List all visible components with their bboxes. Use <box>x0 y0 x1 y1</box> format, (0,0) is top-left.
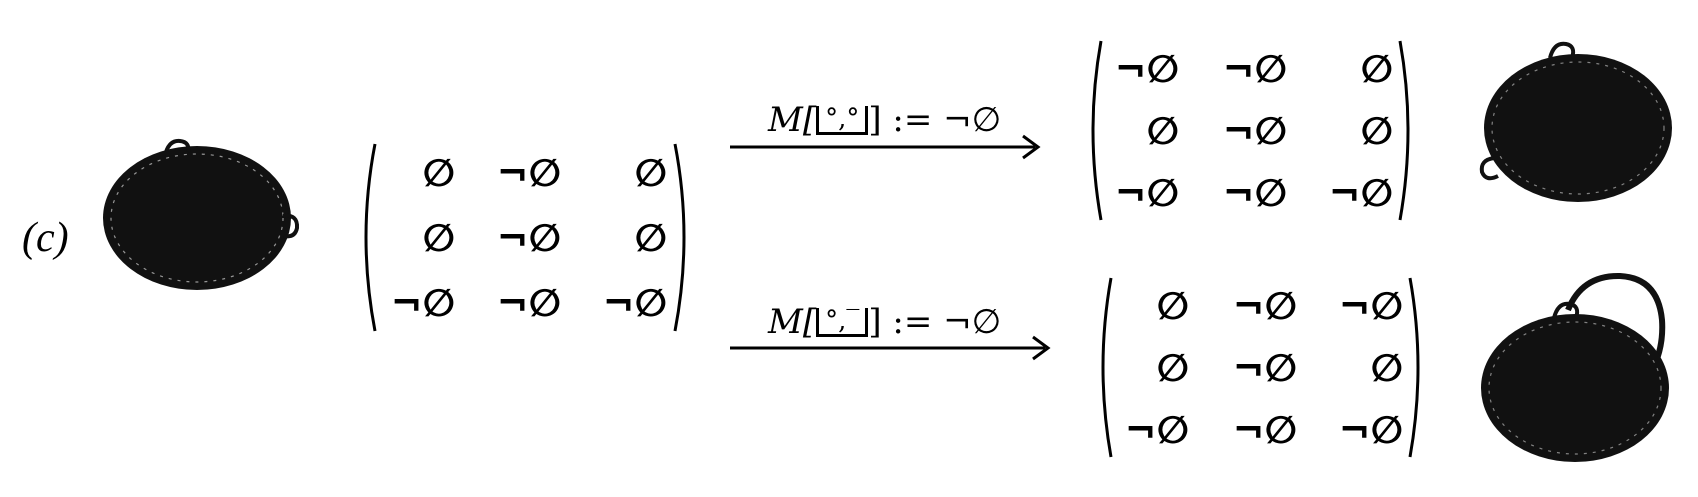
upper-result-shape <box>1479 41 1672 202</box>
upper-result-left-loop <box>1479 156 1499 181</box>
matrix-cell: ¬∅ <box>496 215 561 260</box>
matrix-cell: ¬∅ <box>1222 47 1287 91</box>
upper-arrow <box>730 134 1041 160</box>
matrix-cell: ∅ <box>1156 284 1189 328</box>
upper-result-disc <box>1484 54 1672 202</box>
lower-result-shape <box>1481 272 1669 462</box>
matrix-cell: ∅ <box>1370 346 1403 390</box>
matrix-cell: ∅ <box>634 215 667 260</box>
matrix-cell: ∅ <box>422 215 455 260</box>
matrix-cell: ¬∅ <box>1222 109 1287 153</box>
source-disc <box>103 146 291 290</box>
matrix-cell: ¬∅ <box>1338 407 1403 452</box>
matrix-cell: ¬∅ <box>1222 170 1287 215</box>
source-right-loop <box>282 213 300 239</box>
matrix-cell: ¬∅ <box>1232 407 1297 452</box>
matrix-cell: ∅ <box>1156 346 1189 390</box>
lower-result-disc <box>1481 314 1669 462</box>
matrix-cell: ¬∅ <box>1124 407 1189 452</box>
matrix-cell: ∅ <box>634 150 667 195</box>
matrix-cell: ∅ <box>1146 109 1179 153</box>
matrix-cell: ¬∅ <box>1114 170 1179 215</box>
matrix-cell: ∅ <box>1360 47 1393 91</box>
lower-result-top-loop <box>1552 301 1580 319</box>
panel-label: (c) <box>22 215 69 261</box>
source-top-loop <box>164 138 191 153</box>
source-shape <box>103 138 300 290</box>
upper-result-top-loop <box>1548 41 1576 59</box>
matrix-cell: ¬∅ <box>1338 284 1403 328</box>
matrix-cell: ¬∅ <box>390 280 455 325</box>
left-paren <box>364 143 377 332</box>
matrix-cell: ∅ <box>422 150 455 195</box>
upper-arrow-label: M[°,°] := ¬∅ <box>768 100 1002 140</box>
lower-result-handle <box>1565 272 1666 376</box>
matrix-cell: ∅ <box>1360 109 1393 153</box>
matrix-cell: ¬∅ <box>1328 170 1393 215</box>
source-matrix: ∅ ¬∅ ∅ ∅ ¬∅ ∅ ¬∅ ¬∅ ¬∅ <box>355 140 695 335</box>
matrix-cell: ¬∅ <box>1232 346 1297 390</box>
matrix-cell: ¬∅ <box>1232 284 1297 328</box>
matrix-cell: ¬∅ <box>496 280 561 325</box>
upper-result-matrix: ¬∅ ¬∅ ∅ ∅ ¬∅ ∅ ¬∅ ¬∅ ¬∅ <box>1083 38 1418 223</box>
lower-result-matrix: ∅ ¬∅ ¬∅ ∅ ¬∅ ∅ ¬∅ ¬∅ ¬∅ <box>1093 275 1428 460</box>
lower-arrow <box>730 335 1051 361</box>
lower-arrow-label: M[°,‾] := ¬∅ <box>768 302 1002 342</box>
matrix-cell: ¬∅ <box>602 280 667 325</box>
right-paren <box>673 143 686 332</box>
matrix-cell: ¬∅ <box>1114 47 1179 91</box>
matrix-cell: ¬∅ <box>496 150 561 195</box>
